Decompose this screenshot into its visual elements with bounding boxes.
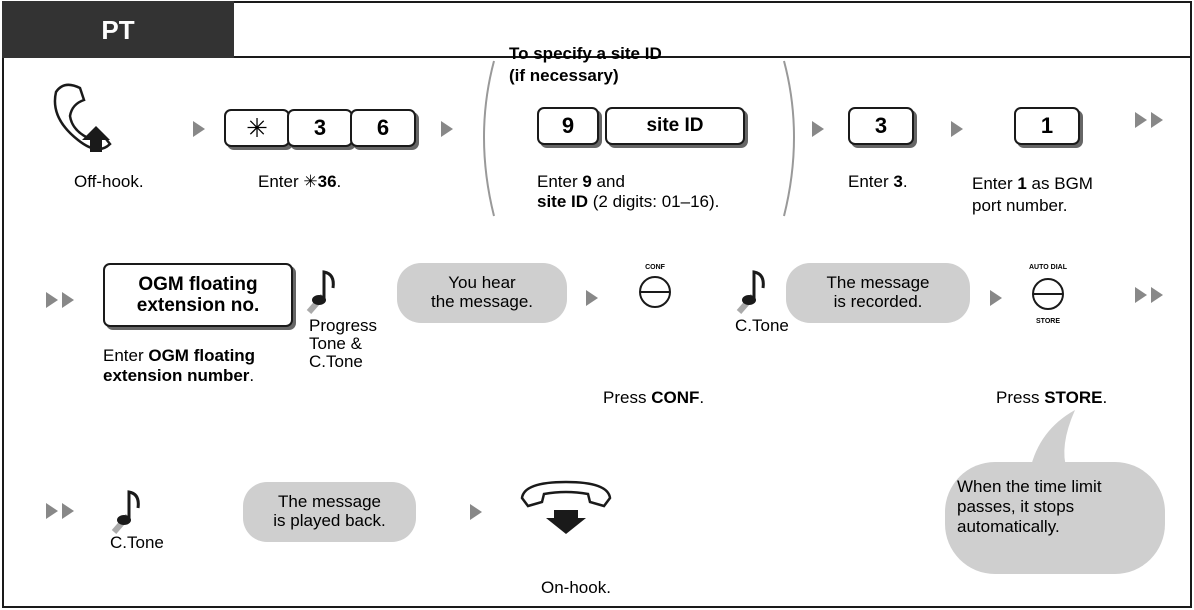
tone-icon xyxy=(111,490,140,534)
arrow-icon xyxy=(470,504,482,520)
on-hook-icon xyxy=(520,480,612,534)
press-store-caption: Press STORE. xyxy=(996,388,1108,407)
three-key-2: 3 xyxy=(848,107,914,145)
arrow-icon xyxy=(951,121,963,137)
store-button-icon xyxy=(1032,278,1064,310)
continue-arrow-icon xyxy=(1135,112,1169,128)
off-hook-caption: Off-hook. xyxy=(74,172,144,191)
one-key: 1 xyxy=(1014,107,1080,145)
callout-bubble xyxy=(945,410,1165,574)
enter-one-caption-line1: Enter 1 as BGM xyxy=(972,174,1093,193)
enter-code-caption: Enter ✳36. xyxy=(258,172,342,191)
header-tab-label: PT xyxy=(101,15,135,45)
bracket-title-line2: (if necessary) xyxy=(509,66,619,85)
six-key: 6 xyxy=(350,109,416,147)
tone-caption-line2: Tone & xyxy=(309,334,362,353)
tone-icon xyxy=(736,270,765,314)
arrow-icon xyxy=(193,121,205,137)
header-tab: PT xyxy=(2,1,234,58)
enter-one-caption-line2: port number. xyxy=(972,196,1068,215)
nine-key: 9 xyxy=(537,107,599,145)
continue-arrow-icon xyxy=(46,503,80,519)
on-hook-caption: On-hook. xyxy=(541,578,611,597)
optional-bracket xyxy=(483,60,795,217)
store-button-label: STORE xyxy=(1036,318,1060,325)
site-caption-line1: Enter 9 and xyxy=(537,172,625,191)
tone-caption: C.Tone xyxy=(110,533,164,552)
tone-caption: C.Tone xyxy=(735,316,789,335)
conf-button-label: CONF xyxy=(645,264,665,271)
continue-arrow-icon xyxy=(46,292,80,308)
conf-button-icon xyxy=(639,276,671,308)
three-key: 3 xyxy=(287,109,353,147)
ogm-caption-line1: Enter OGM floating xyxy=(103,346,256,365)
bracket-title-line1: To specify a site ID xyxy=(509,44,662,63)
tone-caption-line1: Progress xyxy=(309,316,378,335)
site-caption-line2: site ID (2 digits: 01–16). xyxy=(537,192,720,211)
arrow-icon xyxy=(990,290,1002,306)
arrow-icon xyxy=(812,121,824,137)
arrow-icon xyxy=(586,290,598,306)
off-hook-icon xyxy=(53,83,112,152)
tone-icon xyxy=(306,270,335,314)
site-id-key: site ID xyxy=(605,107,745,145)
continue-arrow-icon xyxy=(1135,287,1169,303)
arrow-icon xyxy=(441,121,453,137)
autodial-button-label: AUTO DIAL xyxy=(1029,264,1067,271)
press-conf-caption: Press CONF. xyxy=(603,388,705,407)
header-rule xyxy=(234,56,1192,58)
enter-three-caption: Enter 3. xyxy=(848,172,908,191)
star-key: ✳ xyxy=(224,109,290,147)
tone-caption-line3: C.Tone xyxy=(309,352,363,371)
ogm-caption-line2: extension number. xyxy=(103,366,255,385)
